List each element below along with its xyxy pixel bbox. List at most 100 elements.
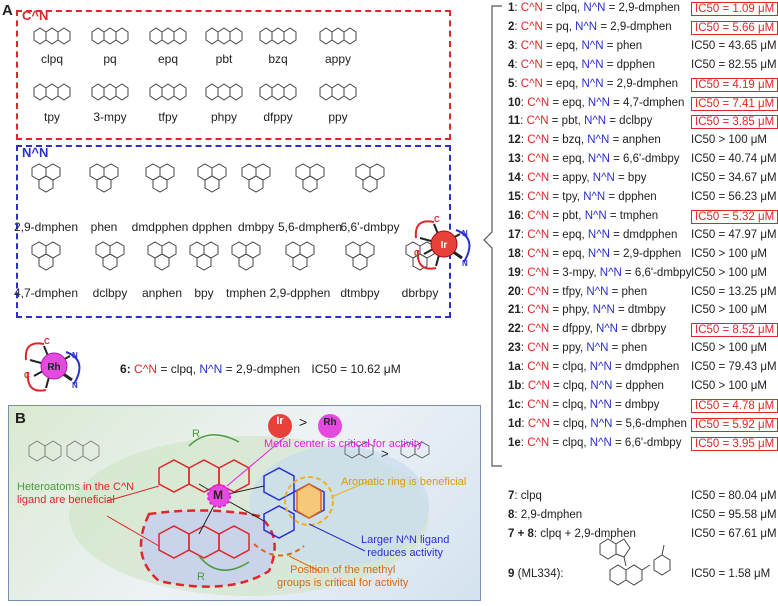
- table-row-ic50: IC50 = 47.97 μM: [691, 228, 777, 241]
- nn-ligand-structure-dpphen: [197, 163, 227, 193]
- nn-ligand-label: 5,6-dmphen: [277, 220, 343, 234]
- rh-entry-nn: 2,9-dmphen: [236, 362, 301, 376]
- nn-ligand-structure-bpy: [189, 241, 219, 271]
- table-row-ic50: IC50 > 100 μM: [691, 380, 767, 392]
- table-row: 20: C^N = tfpy, N^N = phen IC50 = 13.25 μ…: [508, 285, 777, 304]
- nn-ligand-structure-6,6'-dmbpy: [355, 163, 385, 193]
- table-row-ic50: IC50 = 4.78 μM: [691, 398, 778, 413]
- table-row-ic50: IC50 > 100 μM: [691, 304, 767, 317]
- ir-badge: Ir: [276, 415, 284, 427]
- table-row-ic50: IC50 = 3.95 μM: [691, 436, 778, 451]
- cn-ligand-structure-3-mpy: [91, 83, 129, 101]
- nn-ligand-structure-2,9-dmphen: [31, 163, 61, 193]
- control-row-desc: 7 + 8: clpq + 2,9-dmphen: [508, 528, 636, 540]
- nn-ligand-label: phen: [90, 220, 118, 234]
- larger-note-1: Larger N^N ligand: [361, 534, 450, 546]
- cn-ligand-box: C^N: [16, 8, 451, 140]
- cn-box-title: C^N: [22, 8, 49, 23]
- nn-ligand-structure-dbrbpy: [405, 241, 435, 271]
- control-row: 7: clpq IC50 = 80.04 μM: [508, 490, 777, 508]
- cn-ligand-label: bzq: [268, 52, 288, 66]
- table-row-ligands: 2: C^N = pq, N^N = 2,9-dmphen: [508, 20, 672, 33]
- nn-ligand-label: 6,6'-dmbpy: [340, 220, 400, 234]
- cn-ligand-structure-tpy: [33, 83, 71, 101]
- table-row-ligands: 1e: C^N = clpq, N^N = 6,6'-dmbpy: [508, 436, 682, 449]
- table-row-ic50: IC50 = 5.66 μM: [691, 20, 778, 35]
- cn-ligand-structure-appy: [319, 27, 357, 45]
- cn-ligand-label: epq: [157, 52, 179, 66]
- table-row-ligands: 20: C^N = tfpy, N^N = phen: [508, 285, 648, 298]
- table-row-ic50: IC50 = 13.25 μM: [691, 285, 777, 298]
- table-row-ligands: 1c: C^N = clpq, N^N = dmbpy: [508, 398, 660, 411]
- ml334-number: 9: [508, 568, 515, 580]
- table-row: 1c: C^N = clpq, N^N = dmbpy IC50 = 4.78 μ…: [508, 398, 778, 417]
- control-row-desc: 7: clpq: [508, 490, 542, 502]
- cn-ligand-label: dfppy: [263, 110, 293, 124]
- rh-c-label-2: C: [24, 371, 30, 380]
- table-row-ligands: 3: C^N = epq, N^N = phen: [508, 39, 643, 52]
- cn-ligand-structure-tfpy: [149, 83, 187, 101]
- cn-ligand-structure-epq: [149, 27, 187, 45]
- table-row: 18: C^N = epq, N^N = 2,9-dpphen IC50 > 10…: [508, 247, 767, 266]
- table-row-ligands: 1: C^N = clpq, N^N = 2,9-dmphen: [508, 2, 680, 14]
- nn-ligand-label: dpphen: [191, 220, 233, 234]
- nn-ligand-structure-dclbpy: [95, 241, 125, 271]
- table-row-ic50: IC50 = 4.19 μM: [691, 77, 778, 92]
- nn-box-title: N^N: [22, 145, 49, 160]
- control-row-ic50: IC50 = 80.04 μM: [691, 490, 777, 502]
- table-row-ligands: 14: C^N = appy, N^N = bpy: [508, 172, 647, 185]
- methyl-note-1: Position of the methyl: [290, 564, 396, 576]
- hetero-note-3: ligand are beneficial: [17, 494, 115, 506]
- cn-ligand-label: 3-mpy: [93, 110, 127, 124]
- cn-ligand-label: appy: [324, 52, 352, 66]
- ir-symbol: Ir: [441, 240, 448, 251]
- nn-ligand-structure-phen: [89, 163, 119, 193]
- nn-ligand-label: tmphen: [225, 286, 267, 300]
- table-row-ic50: IC50 > 100 μM: [691, 266, 767, 279]
- table-row: 17: C^N = epq, N^N = dmdpphen IC50 = 47.9…: [508, 228, 777, 247]
- cn-ligand-structure-bzq: [259, 27, 297, 45]
- table-row-ligands: 18: C^N = epq, N^N = 2,9-dpphen: [508, 247, 682, 260]
- cn-ligand-structure-pq: [91, 27, 129, 45]
- ir-n-label-1: N: [462, 229, 468, 238]
- rh-entry-cn: clpq: [170, 362, 193, 376]
- nn-ligand-box: N^N: [16, 145, 451, 318]
- table-row-ic50: IC50 = 82.55 μM: [691, 58, 777, 71]
- ir-complex-diagram: Ir C C N N: [414, 215, 471, 270]
- rh-complex-diagram: Rh C C N N: [24, 337, 81, 392]
- table-row-ligands: 17: C^N = epq, N^N = dmdpphen: [508, 228, 678, 241]
- cn-ligand-label: tpy: [43, 110, 60, 124]
- cn-ligand-structure-ppy: [319, 83, 357, 101]
- nn-ligand-structure-dmdpphen: [145, 163, 175, 193]
- table-row-ligands: 11: C^N = pbt, N^N = dclbpy: [508, 115, 653, 128]
- table-row-ic50: IC50 > 100 μM: [691, 247, 767, 260]
- nn-ligand-structure-5,6-dmphen: [295, 163, 325, 193]
- cn-ligand-label: tfpy: [158, 110, 178, 124]
- nn-ligand-label: dmdpphen: [131, 220, 189, 234]
- ir-n-label-2: N: [462, 259, 468, 268]
- ml334-name: (ML334):: [517, 568, 564, 580]
- hetero-note: Heteroatoms in the C^N ligand are benefi…: [17, 481, 134, 507]
- panel-b-label: B: [15, 410, 26, 427]
- ml334-structure: [599, 538, 671, 586]
- table-row-ligands: 5: C^N = epq, N^N = 2,9-dmphen: [508, 77, 678, 90]
- table-row-ligands: 22: C^N = dfppy, N^N = dbrbpy: [508, 323, 667, 336]
- rh-symbol: Rh: [47, 362, 60, 373]
- methyl-note-2: groups is critical for activity: [277, 577, 409, 589]
- nn-ligand-structure-anphen: [147, 241, 177, 271]
- table-row: 5: C^N = epq, N^N = 2,9-dmphen IC50 = 4.1…: [508, 77, 778, 96]
- hetero-note-1: Heteroatoms: [17, 481, 80, 493]
- nn-ligand-label: dtmbpy: [340, 286, 380, 300]
- nn-ligand-structure-4,7-dmphen: [31, 241, 61, 271]
- cn-ligand-label: pbt: [215, 52, 233, 66]
